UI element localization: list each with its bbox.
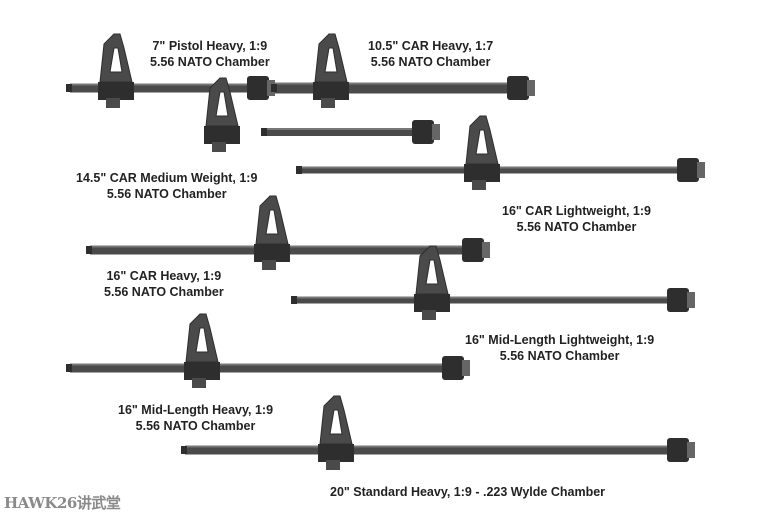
bayonet-lug bbox=[326, 460, 340, 470]
barrel-3 bbox=[296, 115, 705, 190]
barrel-name: 16" CAR Lightweight, 1:9 bbox=[502, 204, 651, 218]
label-16-mid-lightweight: 16" Mid-Length Lightweight, 1:9 5.56 NATO… bbox=[465, 332, 654, 364]
barrel-extension-face bbox=[482, 242, 490, 258]
barrel-extension bbox=[247, 76, 269, 100]
front-sight-icon bbox=[185, 313, 219, 363]
barrel-highlight bbox=[70, 83, 255, 86]
barrel-6 bbox=[66, 313, 470, 388]
sight-base bbox=[184, 362, 220, 380]
barrel-extension-face bbox=[462, 360, 470, 376]
barrel-2 bbox=[204, 77, 440, 152]
barrel-tube bbox=[70, 83, 255, 93]
bayonet-lug bbox=[106, 98, 120, 108]
muzzle-threads bbox=[181, 446, 187, 454]
barrel-tube bbox=[70, 363, 450, 373]
barrel-highlight bbox=[275, 82, 515, 85]
label-7-pistol: 7" Pistol Heavy, 1:9 5.56 NATO Chamber bbox=[150, 38, 270, 70]
barrel-tube bbox=[185, 445, 675, 455]
sight-base bbox=[98, 82, 134, 100]
barrel-chamber: 5.56 NATO Chamber bbox=[516, 220, 637, 234]
barrel-highlight bbox=[185, 445, 675, 448]
barrel-name: 16" CAR Heavy, 1:9 bbox=[106, 269, 222, 283]
sight-base bbox=[414, 294, 450, 312]
barrel-extension bbox=[677, 158, 699, 182]
barrel-name: 7" Pistol Heavy, 1:9 bbox=[152, 39, 268, 53]
barrel-highlight bbox=[295, 296, 675, 299]
muzzle-threads bbox=[261, 128, 267, 136]
bayonet-lug bbox=[262, 260, 276, 270]
barrel-5 bbox=[291, 245, 695, 320]
label-16-car-heavy: 16" CAR Heavy, 1:9 5.56 NATO Chamber bbox=[104, 268, 224, 300]
watermark: HAWK26讲武堂 bbox=[4, 494, 121, 512]
barrel-extension bbox=[442, 356, 464, 380]
barrel-chamber: 5.56 NATO Chamber bbox=[106, 187, 227, 201]
barrel-0 bbox=[66, 33, 275, 108]
muzzle-threads bbox=[86, 246, 92, 254]
barrel-7 bbox=[181, 395, 695, 470]
barrel-4 bbox=[86, 195, 490, 270]
barrel-extension-face bbox=[687, 442, 695, 458]
barrel-extension-face bbox=[432, 124, 440, 140]
barrel-name: 10.5" CAR Heavy, 1:7 bbox=[368, 39, 494, 53]
barrel-name: 20" Standard Heavy, 1:9 - .223 Wylde Cha… bbox=[330, 485, 606, 499]
sight-base bbox=[204, 126, 240, 144]
muzzle-threads bbox=[291, 296, 297, 304]
barrel-chamber: 5.56 NATO Chamber bbox=[370, 55, 491, 69]
bayonet-lug bbox=[192, 378, 206, 388]
barrel-name: 16" Mid-Length Lightweight, 1:9 bbox=[465, 333, 655, 347]
barrel-extension bbox=[412, 120, 434, 144]
barrel-extension bbox=[507, 76, 529, 100]
barrel-1 bbox=[271, 33, 535, 108]
barrel-tube bbox=[265, 128, 420, 136]
barrel-highlight bbox=[265, 128, 420, 130]
bayonet-lug bbox=[321, 98, 335, 108]
barrel-chamber: 5.56 NATO Chamber bbox=[150, 55, 270, 69]
sight-base bbox=[464, 164, 500, 182]
muzzle-threads bbox=[296, 166, 302, 174]
muzzle-threads bbox=[66, 84, 72, 92]
barrel-extension bbox=[462, 238, 484, 262]
barrel-highlight bbox=[70, 363, 450, 366]
front-sight-icon bbox=[319, 395, 353, 445]
label-16-car-lightweight: 16" CAR Lightweight, 1:9 5.56 NATO Chambe… bbox=[502, 203, 651, 235]
barrel-extension-face bbox=[527, 80, 535, 96]
label-10-5-car: 10.5" CAR Heavy, 1:7 5.56 NATO Chamber bbox=[368, 38, 493, 70]
barrel-extension bbox=[667, 438, 689, 462]
barrel-extension-face bbox=[687, 292, 695, 308]
barrel-extension bbox=[667, 288, 689, 312]
muzzle-threads bbox=[271, 84, 277, 92]
barrel-name: 16" Mid-Length Heavy, 1:9 bbox=[118, 403, 274, 417]
bayonet-lug bbox=[472, 180, 486, 190]
front-sight-icon bbox=[314, 33, 348, 83]
barrel-chamber: 5.56 NATO Chamber bbox=[135, 419, 256, 433]
barrel-name: 14.5" CAR Medium Weight, 1:9 bbox=[76, 171, 258, 185]
label-14-5-car: 14.5" CAR Medium Weight, 1:9 5.56 NATO Ch… bbox=[76, 170, 257, 202]
front-sight-icon bbox=[99, 33, 133, 83]
bayonet-lug bbox=[422, 310, 436, 320]
barrel-chamber: 5.56 NATO Chamber bbox=[104, 285, 224, 299]
front-sight-icon bbox=[255, 195, 289, 245]
bayonet-lug bbox=[212, 142, 226, 152]
sight-base bbox=[318, 444, 354, 462]
label-16-mid-heavy: 16" Mid-Length Heavy, 1:9 5.56 NATO Chamb… bbox=[118, 402, 273, 434]
barrel-chamber: 5.56 NATO Chamber bbox=[499, 349, 620, 363]
barrel-tube bbox=[295, 296, 675, 304]
muzzle-threads bbox=[66, 364, 72, 372]
front-sight-icon bbox=[465, 115, 499, 165]
barrel-extension-face bbox=[697, 162, 705, 178]
barrel-tube bbox=[275, 82, 515, 94]
sight-base bbox=[313, 82, 349, 100]
label-20-standard: 20" Standard Heavy, 1:9 - .223 Wylde Cha… bbox=[330, 484, 605, 500]
sight-base bbox=[254, 244, 290, 262]
